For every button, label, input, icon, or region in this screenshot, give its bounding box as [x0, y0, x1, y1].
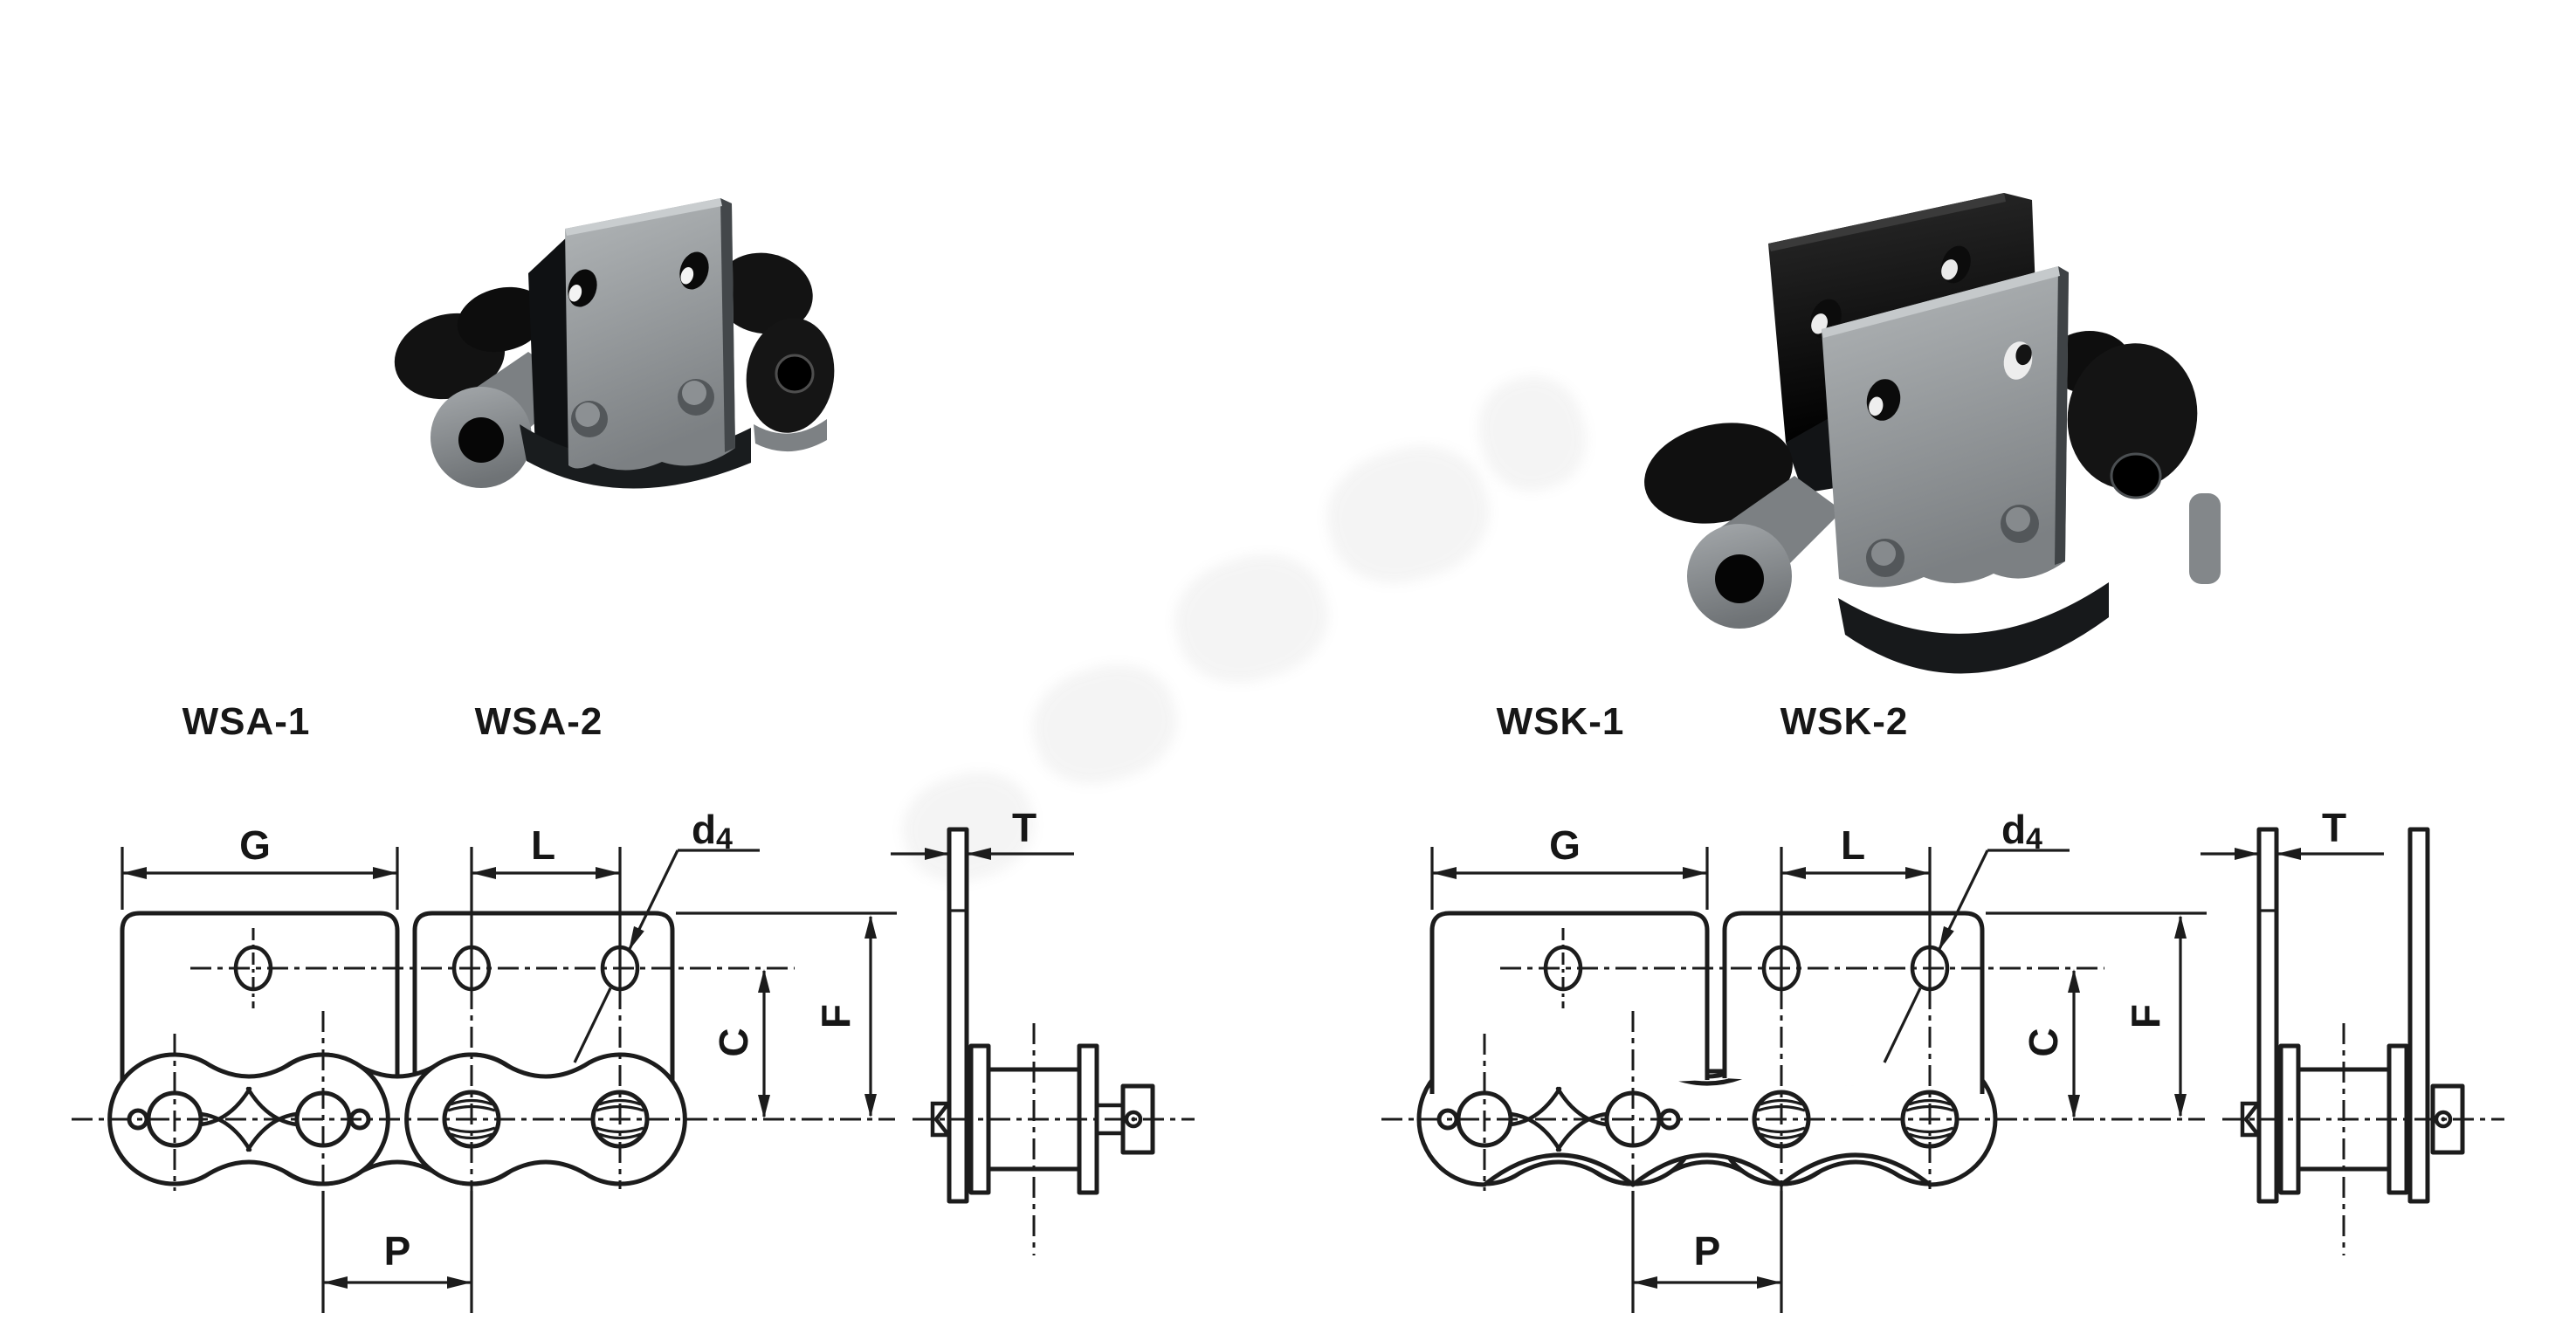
type-label-wsa-1: WSA-1	[182, 700, 311, 743]
wsk-technical-drawing	[1371, 808, 2576, 1341]
wsk-product-photo	[1644, 193, 2221, 674]
pin-hole	[1715, 554, 1764, 603]
pin-boss	[2006, 507, 2030, 532]
pin-boss	[575, 402, 600, 427]
type-label-wsa-2: WSA-2	[474, 700, 603, 743]
front-attachment-plate	[1822, 266, 2069, 588]
roller-dark	[1644, 423, 1793, 524]
roller-dark	[2067, 343, 2198, 490]
pin-hole	[458, 417, 504, 463]
type-label-wsk-1: WSK-1	[1496, 700, 1625, 743]
pin-boss	[1871, 541, 1896, 566]
wsa-product-photo	[394, 198, 835, 489]
pin-boss	[682, 381, 706, 405]
wsa-technical-drawing	[61, 808, 1266, 1341]
type-label-wsk-2: WSK-2	[1780, 700, 1909, 743]
